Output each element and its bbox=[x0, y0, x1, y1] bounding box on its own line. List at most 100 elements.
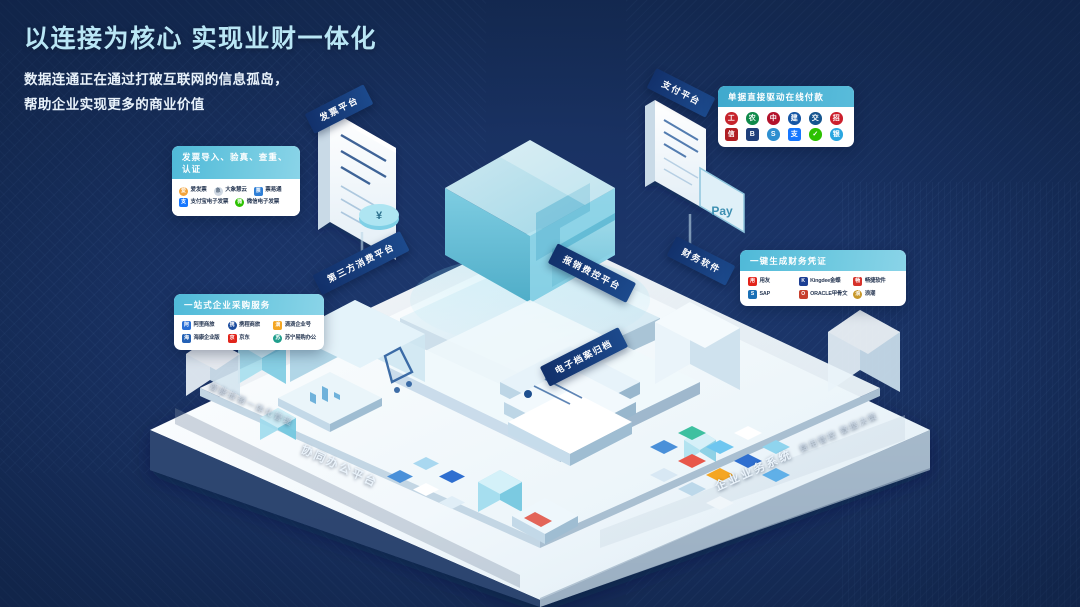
subtitle-line-2: 帮助企业实现更多的商业价值 bbox=[24, 96, 205, 112]
aifapiao-icon: 爱 bbox=[179, 186, 188, 196]
logo-yonyou[interactable]: 用 用友 bbox=[748, 277, 793, 286]
right-slabs bbox=[828, 310, 900, 392]
logo-alitrip[interactable]: 阿 阿里商旅 bbox=[182, 321, 222, 330]
logo-alipay-einvoice[interactable]: 支 支付宝电子发票 bbox=[179, 198, 228, 207]
bank-icon-ccb[interactable]: 建 bbox=[788, 112, 801, 125]
logo-label: Kingdee金蝶 bbox=[810, 277, 841, 284]
shopping-cart-icon bbox=[383, 346, 414, 393]
payment-card[interactable]: 单据直接驱动在线付款 工 农 中 建 交 招 信 B S 支 ✓ 银 bbox=[718, 86, 854, 147]
svg-text:Pay: Pay bbox=[711, 204, 733, 218]
payment-device bbox=[645, 100, 706, 210]
invoice-card-title: 发票导入、验真、查重、认证 bbox=[172, 146, 300, 179]
left-slabs bbox=[186, 338, 240, 396]
front-center-screen bbox=[512, 498, 578, 544]
logo-kingdee[interactable]: K Kingdee金蝶 bbox=[798, 277, 848, 286]
voucher-card[interactable]: 一键生成财务凭证 用 用友 K Kingdee金蝶 畅 畅捷软件 S SAP O… bbox=[740, 250, 906, 306]
base-cubes-left bbox=[260, 408, 296, 440]
oracle-icon: O bbox=[798, 290, 808, 299]
base-cubes-center bbox=[478, 470, 522, 512]
logo-label: ORACLE甲骨文 bbox=[810, 290, 848, 297]
invoice-card[interactable]: 发票导入、验真、查重、认证 爱 爱发票 象 大象慧云 票 票易通 支 bbox=[172, 146, 300, 216]
logo-chanjet[interactable]: 畅 畅捷软件 bbox=[853, 277, 898, 286]
jd-icon: 京 bbox=[227, 334, 237, 343]
logo-jd[interactable]: 京 京东 bbox=[227, 334, 268, 343]
left-front-panels bbox=[278, 372, 382, 432]
daxianghuiyun-icon: 象 bbox=[213, 186, 223, 196]
logo-oracle[interactable]: O ORACLE甲骨文 bbox=[798, 290, 848, 299]
sap-icon: S bbox=[748, 290, 757, 299]
logo-label: 海康企业版 bbox=[193, 334, 220, 341]
alipay-icon: 支 bbox=[179, 198, 188, 207]
archive-dot bbox=[524, 390, 532, 398]
bank-icon-citic[interactable]: 信 bbox=[725, 128, 738, 141]
bank-icon-bocom[interactable]: 交 bbox=[809, 112, 822, 125]
logo-suning[interactable]: 苏 苏宁易购办公 bbox=[273, 334, 316, 343]
archive-stack bbox=[500, 346, 640, 466]
voucher-card-title: 一键生成财务凭证 bbox=[740, 250, 906, 271]
suning-icon: 苏 bbox=[273, 334, 283, 343]
bank-icon-boc[interactable]: 中 bbox=[767, 112, 780, 125]
logo-label: 支付宝电子发票 bbox=[190, 198, 229, 205]
pay-card-badge: Pay bbox=[699, 166, 745, 234]
logo-ctrip[interactable]: 携 携程商旅 bbox=[227, 321, 268, 330]
logo-label: 浪潮 bbox=[864, 290, 876, 297]
didi-icon: 滴 bbox=[273, 321, 283, 330]
header-block: 以连接为核心 实现业财一体化 数据连通正在通过打破互联网的信息孤岛， 帮助企业实… bbox=[24, 24, 377, 118]
subtitle-line-1: 数据连通正在通过打破互联网的信息孤岛， bbox=[24, 72, 289, 87]
bank-icon-shanghai[interactable]: S bbox=[767, 128, 780, 141]
invoice-logo-row-2: 支 支付宝电子发票 微 微信电子发票 bbox=[179, 198, 293, 207]
logo-label: 苏宁易购办公 bbox=[284, 334, 316, 341]
ctrip-icon: 携 bbox=[227, 321, 237, 330]
base-edge-left bbox=[150, 408, 540, 607]
payment-logo-grid: 工 农 中 建 交 招 信 B S 支 ✓ 银 bbox=[718, 107, 854, 147]
logo-label: 微信电子发票 bbox=[246, 198, 280, 205]
page-subtitle: 数据连通正在通过打破互联网的信息孤岛， 帮助企业实现更多的商业价值 bbox=[24, 68, 377, 118]
procurement-logo-grid: 阿 阿里商旅 携 携程商旅 滴 滴滴企业号 海 海康企业版 京 京东 苏 苏宁易… bbox=[174, 315, 324, 350]
wechat-icon: 微 bbox=[235, 198, 245, 207]
payment-card-title: 单据直接驱动在线付款 bbox=[718, 86, 854, 107]
voucher-logo-grid: 用 用友 K Kingdee金蝶 畅 畅捷软件 S SAP O ORACLE甲骨… bbox=[740, 271, 906, 306]
logo-label: 爱发票 bbox=[190, 187, 207, 194]
alitrip-icon: 阿 bbox=[182, 321, 191, 330]
procurement-card[interactable]: 一站式企业采购服务 阿 阿里商旅 携 携程商旅 滴 滴滴企业号 海 海康企业版 … bbox=[174, 294, 324, 350]
invoice-card-body: 爱 爱发票 象 大象慧云 票 票易通 支 支付宝电子发票 微 bbox=[172, 179, 300, 216]
bank-icon-abc[interactable]: 农 bbox=[746, 112, 759, 125]
app-icon-grid-right bbox=[650, 426, 790, 510]
logo-piaoyitong[interactable]: 票 票易通 bbox=[253, 186, 282, 196]
logo-daxianghuiyun[interactable]: 象 大象慧云 bbox=[213, 186, 247, 196]
logo-aifapiao[interactable]: 爱 爱发票 bbox=[179, 186, 207, 196]
yonyou-icon: 用 bbox=[748, 277, 757, 286]
kingdee-icon: K bbox=[798, 277, 808, 286]
logo-label: 携程商旅 bbox=[239, 321, 260, 328]
base-edge-right bbox=[540, 415, 930, 607]
app-icon-grid-left bbox=[387, 457, 465, 509]
logo-label: SAP bbox=[759, 290, 771, 297]
bank-icon-generic[interactable]: B bbox=[746, 128, 759, 141]
unionpay-icon[interactable]: 银 bbox=[830, 128, 843, 141]
screen-accent bbox=[524, 512, 552, 527]
logo-haikang[interactable]: 海 海康企业版 bbox=[182, 334, 222, 343]
piaoyitong-icon: 票 bbox=[253, 186, 263, 196]
chanjet-icon: 畅 bbox=[853, 277, 863, 286]
bank-icon-icbc[interactable]: 工 bbox=[725, 112, 738, 125]
bank-icon-cmb[interactable]: 招 bbox=[830, 112, 843, 125]
logo-didi-enterprise[interactable]: 滴 滴滴企业号 bbox=[273, 321, 316, 330]
logo-label: 用友 bbox=[759, 277, 771, 284]
alipay-pay-icon[interactable]: 支 bbox=[788, 128, 801, 141]
logo-label: 票易通 bbox=[265, 187, 282, 194]
haikang-icon: 海 bbox=[182, 334, 191, 343]
logo-label: 京东 bbox=[239, 334, 250, 341]
logo-sap[interactable]: S SAP bbox=[748, 290, 793, 299]
procurement-card-title: 一站式企业采购服务 bbox=[174, 294, 324, 315]
inspur-icon: 浪 bbox=[853, 290, 863, 299]
logo-label: 畅捷软件 bbox=[864, 277, 886, 284]
logo-inspur[interactable]: 浪 浪潮 bbox=[853, 290, 898, 299]
page-title: 以连接为核心 实现业财一体化 bbox=[24, 25, 377, 53]
logo-wechat-einvoice[interactable]: 微 微信电子发票 bbox=[235, 198, 279, 207]
currency-token-yen: ¥ bbox=[359, 204, 399, 230]
wechat-pay-icon[interactable]: ✓ bbox=[809, 128, 822, 141]
logo-label: 阿里商旅 bbox=[193, 321, 215, 328]
isometric-e-cube-logo bbox=[445, 140, 615, 303]
invoice-logo-row-1: 爱 爱发票 象 大象慧云 票 票易通 bbox=[179, 186, 293, 196]
